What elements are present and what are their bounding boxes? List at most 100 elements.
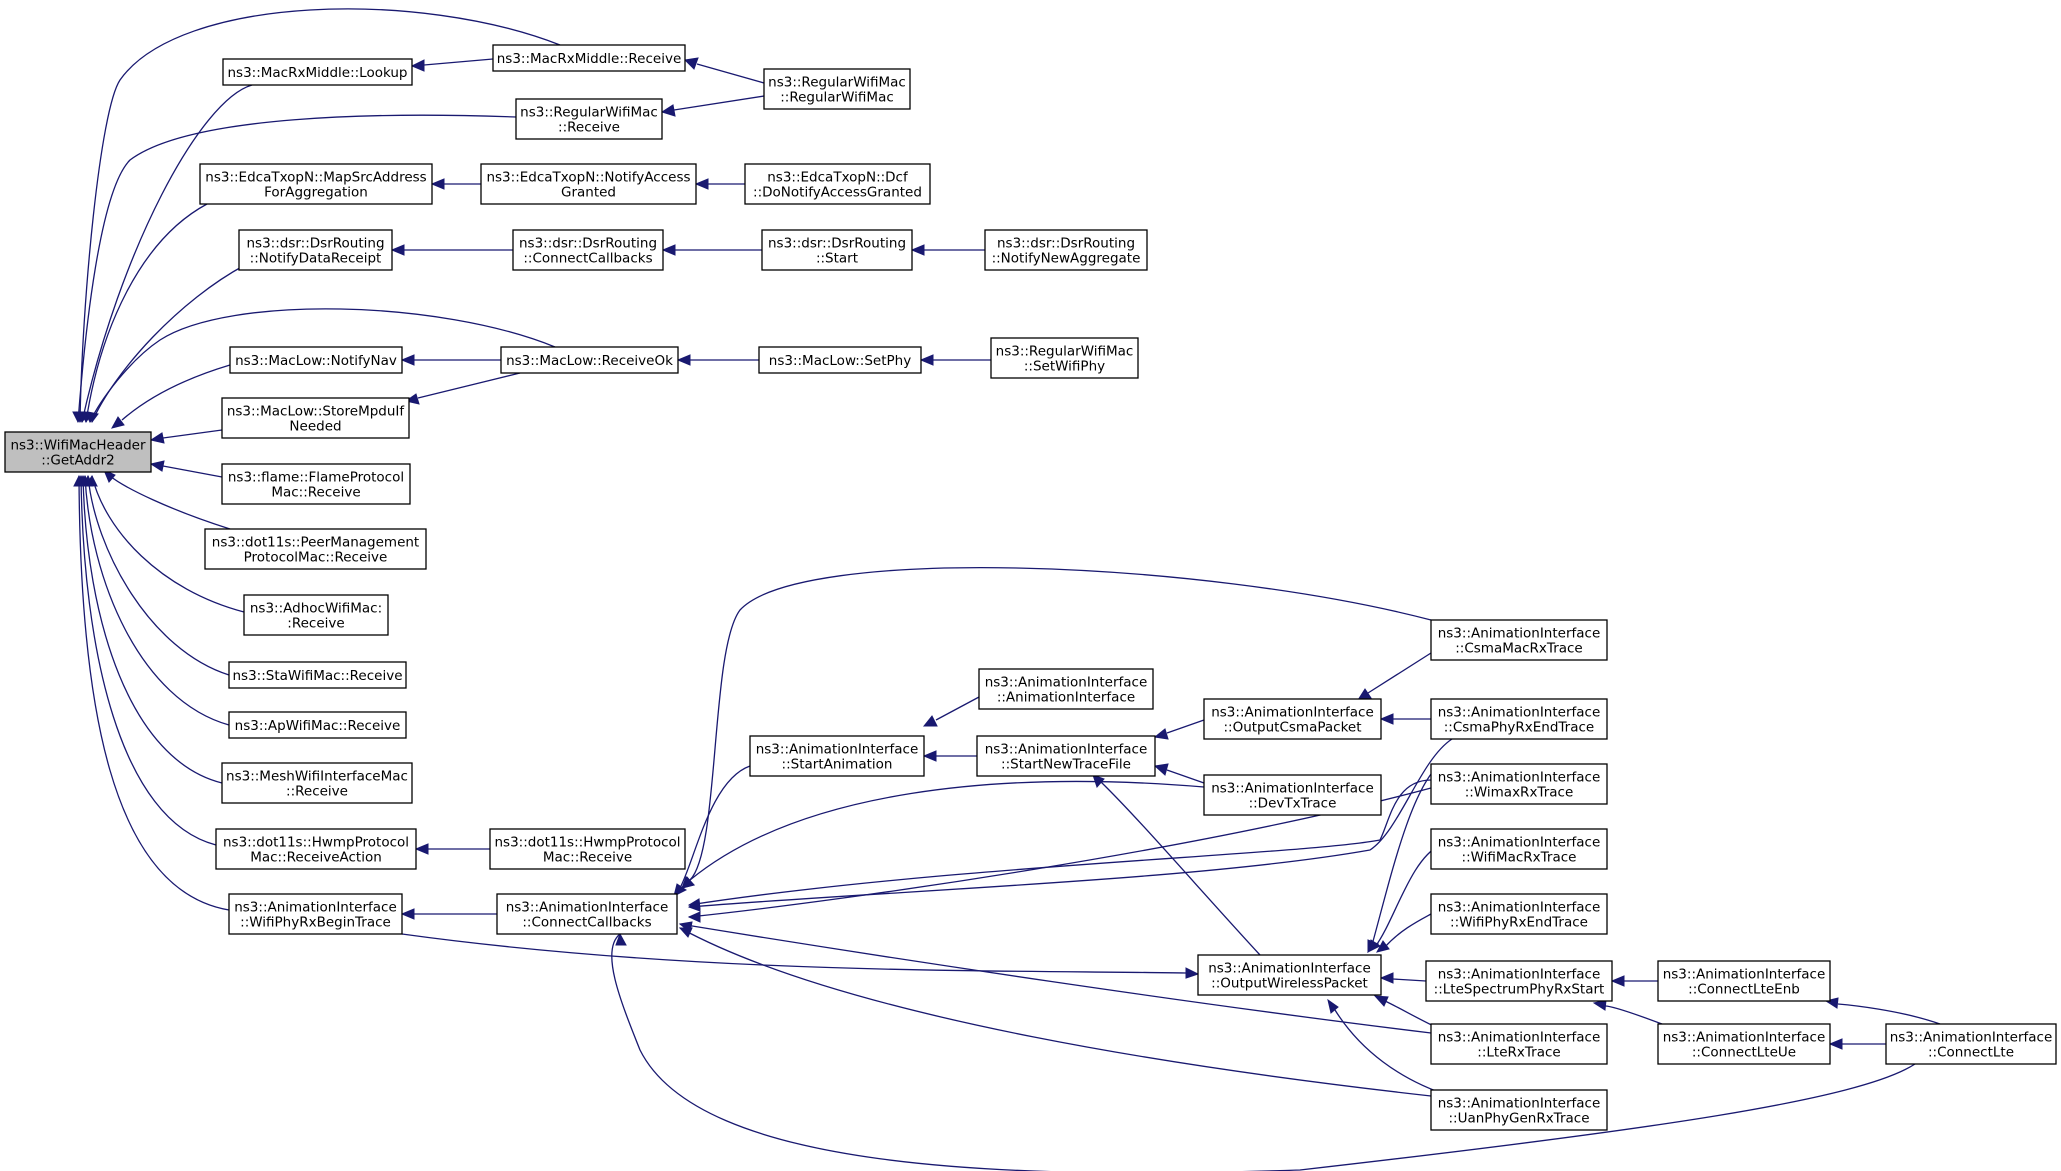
node-box	[480, 163, 697, 205]
function-node-n29[interactable]: ns3::AnimationInterface::StartNewTraceFi…	[976, 735, 1156, 777]
node-box	[222, 58, 413, 86]
node-label-line: ns3::MacRxMiddle::Lookup	[227, 65, 407, 81]
function-node-n20[interactable]: ns3::StaWifiMac::Receive	[228, 661, 407, 689]
node-box	[1885, 1023, 2057, 1065]
call-edge-n15-to-n14	[919, 354, 991, 366]
function-node-n34[interactable]: ns3::AnimationInterface::WimaxRxTrace	[1430, 763, 1608, 805]
function-node-n33[interactable]: ns3::AnimationInterface::CsmaPhyRxEndTra…	[1430, 698, 1608, 740]
function-node-n27[interactable]: ns3::AnimationInterface::StartAnimation	[749, 735, 925, 777]
edge-arrowhead	[673, 883, 687, 897]
function-node-n10[interactable]: ns3::dsr::DsrRouting::Start	[761, 229, 913, 271]
function-node-n3[interactable]: ns3::RegularWifiMac::RegularWifiMac	[763, 68, 911, 110]
function-node-n32[interactable]: ns3::AnimationInterface::CsmaMacRxTrace	[1430, 619, 1608, 661]
node-box	[238, 229, 393, 271]
call-edge-n13-to-n0	[84, 308, 556, 423]
node-box	[763, 68, 911, 110]
function-node-n40[interactable]: ns3::AnimationInterface::UanPhyGenRxTrac…	[1430, 1089, 1608, 1131]
function-node-n2[interactable]: ns3::MacRxMiddle::Receive	[492, 44, 686, 72]
call-edge-n17-to-n0	[149, 460, 223, 478]
function-node-n36[interactable]: ns3::AnimationInterface::WifiPhyRxEndTra…	[1430, 893, 1608, 935]
function-node-n42[interactable]: ns3::AnimationInterface::ConnectLteUe	[1657, 1023, 1831, 1065]
call-edge-n7-to-n6	[694, 178, 745, 190]
function-node-n38[interactable]: ns3::AnimationInterface::LteSpectrumPhyR…	[1425, 960, 1613, 1002]
node-box	[1430, 698, 1608, 740]
edge-arrowhead	[1828, 1038, 1843, 1050]
edge-arrowhead	[687, 911, 701, 923]
function-node-n35[interactable]: ns3::AnimationInterface::WifiMacRxTrace	[1430, 828, 1608, 870]
node-label-line: ns3::AnimationInterface	[985, 675, 1148, 691]
node-label-line: ns3::WifiMacHeader	[10, 438, 146, 454]
function-node-n26[interactable]: ns3::AnimationInterface::ConnectCallback…	[496, 893, 678, 935]
node-label-line: ns3::MacLow::ReceiveOk	[506, 353, 673, 369]
node-box	[761, 229, 913, 271]
function-node-n21[interactable]: ns3::ApWifiMac::Receive	[228, 711, 407, 739]
root-function-node[interactable]: ns3::WifiMacHeader::GetAddr2	[4, 431, 152, 473]
node-label-line: ns3::dsr::DsrRouting	[519, 236, 657, 252]
node-box	[976, 735, 1156, 777]
node-label-line: ::AnimationInterface	[997, 690, 1135, 706]
call-edge-n21-to-n0	[79, 474, 230, 726]
edge-line	[1371, 763, 1441, 946]
function-node-n43[interactable]: ns3::AnimationInterface::ConnectLte	[1885, 1023, 2057, 1065]
node-label-line: ns3::AnimationInterface	[1663, 1030, 1826, 1046]
call-edge-n36-to-n37	[1376, 913, 1432, 953]
function-node-n25[interactable]: ns3::AnimationInterface::WifiPhyRxBeginT…	[228, 893, 403, 935]
function-node-n37[interactable]: ns3::AnimationInterface::OutputWirelessP…	[1197, 954, 1382, 996]
node-label-line: ns3::AnimationInterface	[1438, 1030, 1601, 1046]
function-node-n5[interactable]: ns3::EdcaTxopN::MapSrcAddressForAggregat…	[199, 163, 433, 205]
function-node-n18[interactable]: ns3::dot11s::PeerManagementProtocolMac::…	[204, 528, 427, 570]
call-edge-n43-to-n42	[1828, 1038, 1886, 1050]
function-node-n8[interactable]: ns3::dsr::DsrRouting::NotifyDataReceipt	[238, 229, 393, 271]
function-node-n11[interactable]: ns3::dsr::DsrRouting::NotifyNewAggregate	[984, 229, 1148, 271]
node-label-line: ns3::AnimationInterface	[1663, 967, 1826, 983]
node-box	[1197, 954, 1382, 996]
node-label-line: Mac::ReceiveAction	[250, 850, 382, 866]
function-node-n1[interactable]: ns3::MacRxMiddle::Lookup	[222, 58, 413, 86]
edge-arrowhead	[1610, 975, 1625, 987]
edges	[72, 8, 1941, 1171]
function-node-n39[interactable]: ns3::AnimationInterface::LteRxTrace	[1430, 1023, 1608, 1065]
call-edge-n29-to-n27	[922, 750, 977, 762]
node-box	[228, 893, 403, 935]
node-box	[1430, 1023, 1608, 1065]
function-node-n22[interactable]: ns3::MeshWifiInterfaceMac::Receive	[221, 762, 413, 804]
function-node-n9[interactable]: ns3::dsr::DsrRouting::ConnectCallbacks	[512, 229, 664, 271]
function-node-n7[interactable]: ns3::EdcaTxopN::Dcf::DoNotifyAccessGrant…	[744, 163, 931, 205]
function-node-n4[interactable]: ns3::RegularWifiMac::Receive	[515, 98, 663, 140]
node-label-line: ns3::AnimationInterface	[234, 900, 397, 916]
function-node-n13[interactable]: ns3::MacLow::ReceiveOk	[500, 346, 679, 374]
function-node-n28[interactable]: ns3::AnimationInterface::AnimationInterf…	[978, 668, 1154, 710]
call-edge-n26-to-n43	[611, 932, 1916, 1171]
edge-line	[1166, 769, 1205, 784]
function-node-n12[interactable]: ns3::MacLow::NotifyNav	[229, 346, 403, 374]
node-label-line: ::OutputWirelessPacket	[1211, 976, 1368, 992]
edge-arrowhead	[149, 460, 165, 472]
edge-line	[1392, 978, 1427, 982]
edge-line	[673, 95, 765, 111]
function-node-n23[interactable]: ns3::dot11s::HwmpProtocolMac::ReceiveAct…	[215, 828, 417, 870]
function-node-n15[interactable]: ns3::RegularWifiMac::SetWifiPhy	[990, 337, 1139, 379]
node-label-line: ::DevTxTrace	[1249, 796, 1337, 812]
function-node-n31[interactable]: ns3::AnimationInterface::DevTxTrace	[1203, 774, 1382, 816]
call-edge-n22-to-n0	[77, 474, 223, 784]
function-node-n6[interactable]: ns3::EdcaTxopN::NotifyAccessGranted	[480, 163, 697, 205]
edge-line	[1837, 1003, 1941, 1025]
edge-arrowhead	[683, 57, 699, 70]
function-node-n30[interactable]: ns3::AnimationInterface::OutputCsmaPacke…	[1203, 698, 1382, 740]
node-box	[489, 828, 686, 870]
call-edge-n38-to-n37	[1379, 972, 1427, 984]
function-node-n41[interactable]: ns3::AnimationInterface::ConnectLteEnb	[1657, 960, 1831, 1002]
call-edge-n25-to-n37	[401, 933, 1200, 979]
function-node-n14[interactable]: ns3::MacLow::SetPhy	[758, 346, 922, 374]
edge-arrowhead	[149, 432, 165, 444]
node-label-line: ::ConnectCallbacks	[522, 915, 651, 931]
function-node-n19[interactable]: ns3::AdhocWifiMac::Receive	[243, 594, 389, 636]
node-label-line: ::NotifyDataReceipt	[250, 251, 382, 267]
call-edge-n28-to-n27	[922, 696, 980, 727]
node-box	[221, 762, 413, 804]
call-edge-n10-to-n9	[661, 244, 762, 256]
node-label-line: ns3::RegularWifiMac	[768, 75, 906, 91]
